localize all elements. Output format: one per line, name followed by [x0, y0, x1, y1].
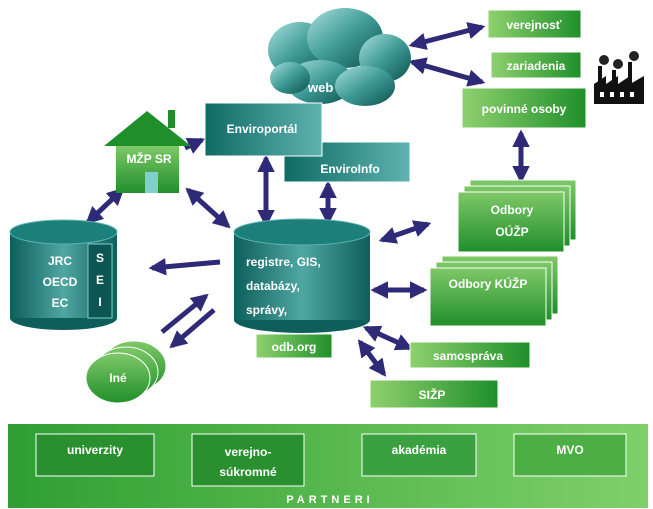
arrow-ine-to-db: [160, 293, 209, 334]
odb-org-label: odb.org: [272, 340, 317, 354]
partners-title: PARTNERI: [286, 494, 373, 506]
eu-cylinder: JRC OECD EC S E I: [9, 219, 118, 330]
arrow-mzp-eu: [85, 187, 125, 225]
eu-line-1: JRC: [48, 254, 72, 268]
partner-univerzity-label: univerzity: [67, 443, 123, 457]
ine-label: Iné: [109, 371, 127, 385]
partner-verejno-line-1: verejno-: [225, 445, 272, 459]
partner-verejno-line-2: súkromné: [219, 465, 277, 479]
povinne-osoby-label: povinné osoby: [482, 102, 567, 116]
odbory-ouzp-stack: Odbory OÚŽP: [457, 179, 577, 253]
arrow-mzp-portal: [183, 137, 206, 154]
sei-letter-s: S: [96, 251, 104, 265]
verejnost-box: verejnosť: [487, 9, 582, 39]
db-line-2: databázy,: [246, 279, 300, 293]
enviroportal-label: Enviroportál: [227, 122, 298, 136]
odbory-kuzp-label: Odbory KÚŽP: [449, 276, 528, 291]
partners-band: univerzity verejno- súkromné akadémia MV…: [8, 424, 648, 508]
arrows: [85, 22, 530, 377]
odbory-ouzp-line-1: Odbory: [491, 203, 534, 217]
odb-org-box: odb.org: [255, 333, 333, 359]
odbory-ouzp-line-2: OÚŽP: [495, 224, 528, 239]
zariadenia-label: zariadenia: [507, 59, 566, 73]
samosprava-label: samospráva: [433, 349, 503, 363]
db-line-1: registre, GIS,: [246, 255, 321, 269]
partner-akademia: akadémia: [361, 433, 477, 477]
arrow-db-sizp: [357, 339, 387, 377]
mzp-label: MŽP SR: [126, 151, 171, 166]
arrow-web-verejnost: [408, 22, 486, 50]
sei-letter-e: E: [96, 273, 104, 287]
web-label: web: [307, 80, 333, 95]
sizp-label: SIŽP: [419, 387, 446, 402]
arrow-db-odbory-ouzp: [378, 220, 432, 244]
arrow-web-povinne: [408, 57, 486, 87]
sei-letter-i: I: [98, 295, 101, 309]
eu-line-3: EC: [52, 296, 69, 310]
partner-akademia-label: akadémia: [392, 443, 447, 457]
partner-verejno-sukromne: verejno- súkromné: [191, 433, 305, 487]
web-cloud: web: [268, 8, 411, 106]
db-line-3: správy,: [246, 303, 287, 317]
arrow-db-to-ine: [169, 308, 216, 349]
partner-univerzity: univerzity: [35, 433, 155, 477]
ine-stack: Iné: [85, 340, 167, 404]
arrow-db-samosprava: [362, 325, 414, 351]
samosprava-box: samospráva: [409, 341, 531, 369]
sizp-box: SIŽP: [369, 379, 499, 409]
povinne-osoby-box: povinné osoby: [461, 87, 587, 129]
arrow-mzp-db: [185, 187, 231, 229]
factory-icon: [594, 51, 644, 104]
odbory-kuzp-stack: Odbory KÚŽP: [429, 255, 559, 327]
enviroinfo-label: EnviroInfo: [320, 162, 379, 176]
database-cylinder: registre, GIS, databázy, správy,: [233, 218, 371, 333]
partner-mvo: MVO: [513, 433, 627, 477]
partner-mvo-label: MVO: [556, 443, 583, 457]
mzp-house: MŽP SR: [104, 110, 191, 193]
enviroportal-box: Enviroportál: [204, 102, 323, 157]
arrow-db-eu: [148, 258, 221, 276]
verejnost-label: verejnosť: [506, 18, 561, 32]
eu-line-2: OECD: [43, 275, 78, 289]
zariadenia-box: zariadenia: [490, 51, 582, 79]
